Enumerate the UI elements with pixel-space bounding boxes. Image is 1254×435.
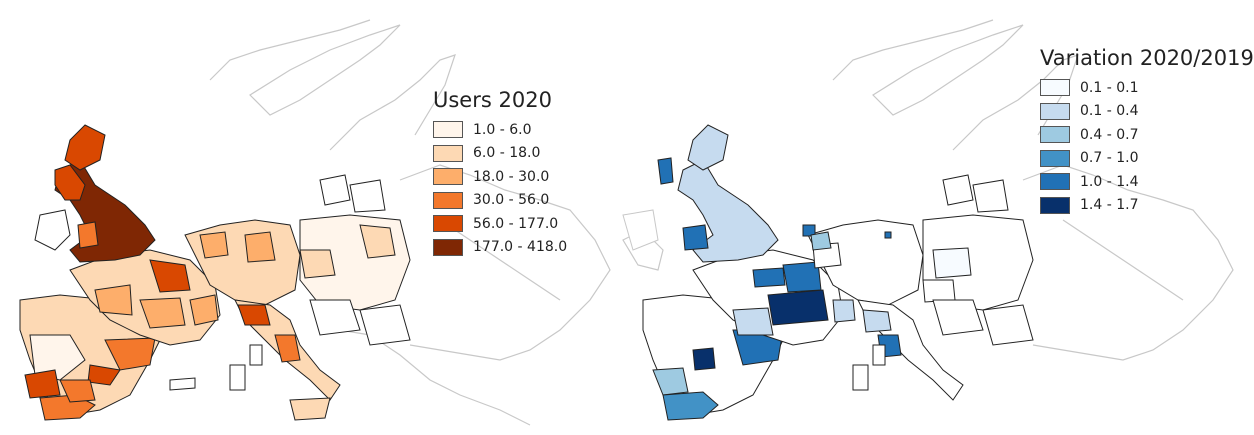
legend-item: 177.0 - 418.0	[433, 236, 567, 260]
legend-swatch	[1040, 196, 1070, 214]
europe-map-variation	[622, 19, 1234, 421]
legend-label: 18.0 - 30.0	[473, 168, 550, 185]
background-coastline	[622, 19, 1234, 361]
legend-swatch	[1040, 149, 1070, 167]
users-legend: Users 2020 1.0 - 6.0 6.0 - 18.0 18.0 - 3…	[433, 88, 567, 259]
legend-swatch	[433, 238, 463, 256]
legend-label: 6.0 - 18.0	[473, 145, 541, 162]
legend-item: 6.0 - 18.0	[433, 142, 567, 166]
legend-label: 30.0 - 56.0	[473, 192, 550, 209]
legend-label: 1.0 - 1.4	[1080, 173, 1139, 190]
legend-swatch	[1040, 79, 1070, 97]
users-2020-map-panel: Users 2020 1.0 - 6.0 6.0 - 18.0 18.0 - 3…	[0, 0, 622, 435]
variation-map-panel: Variation 2020/2019 0.1 - 0.1 0.1 - 0.4 …	[622, 0, 1254, 435]
legend-item: 30.0 - 56.0	[433, 189, 567, 213]
legend-item: 0.4 - 0.7	[1040, 123, 1254, 147]
legend-swatch	[1040, 102, 1070, 120]
europe-map-users	[19, 19, 611, 426]
legend-label: 1.4 - 1.7	[1080, 197, 1139, 214]
legend-item: 18.0 - 30.0	[433, 165, 567, 189]
legend-title: Variation 2020/2019	[1040, 46, 1254, 70]
region-polygons	[19, 124, 411, 421]
legend-swatch	[1040, 126, 1070, 144]
legend-item: 0.1 - 0.1	[1040, 76, 1254, 100]
variation-legend: Variation 2020/2019 0.1 - 0.1 0.1 - 0.4 …	[1040, 46, 1254, 217]
legend-label: 177.0 - 418.0	[473, 239, 568, 256]
legend-item: 56.0 - 177.0	[433, 212, 567, 236]
legend-item: 1.0 - 6.0	[433, 118, 567, 142]
region-polygons	[622, 124, 1034, 421]
legend-label: 0.1 - 0.1	[1080, 79, 1139, 96]
legend-swatch	[433, 168, 463, 186]
legend-item: 1.0 - 1.4	[1040, 170, 1254, 194]
legend-swatch	[433, 215, 463, 233]
legend-swatch	[433, 191, 463, 209]
legend-label: 1.0 - 6.0	[473, 121, 532, 138]
legend-label: 56.0 - 177.0	[473, 215, 559, 232]
legend-item: 0.1 - 0.4	[1040, 100, 1254, 124]
legend-label: 0.1 - 0.4	[1080, 103, 1139, 120]
legend-item: 0.7 - 1.0	[1040, 147, 1254, 171]
legend-item: 1.4 - 1.7	[1040, 194, 1254, 218]
legend-label: 0.7 - 1.0	[1080, 150, 1139, 167]
legend-swatch	[1040, 173, 1070, 191]
legend-swatch	[433, 144, 463, 162]
legend-label: 0.4 - 0.7	[1080, 126, 1139, 143]
legend-title: Users 2020	[433, 88, 552, 112]
legend-swatch	[433, 121, 463, 139]
